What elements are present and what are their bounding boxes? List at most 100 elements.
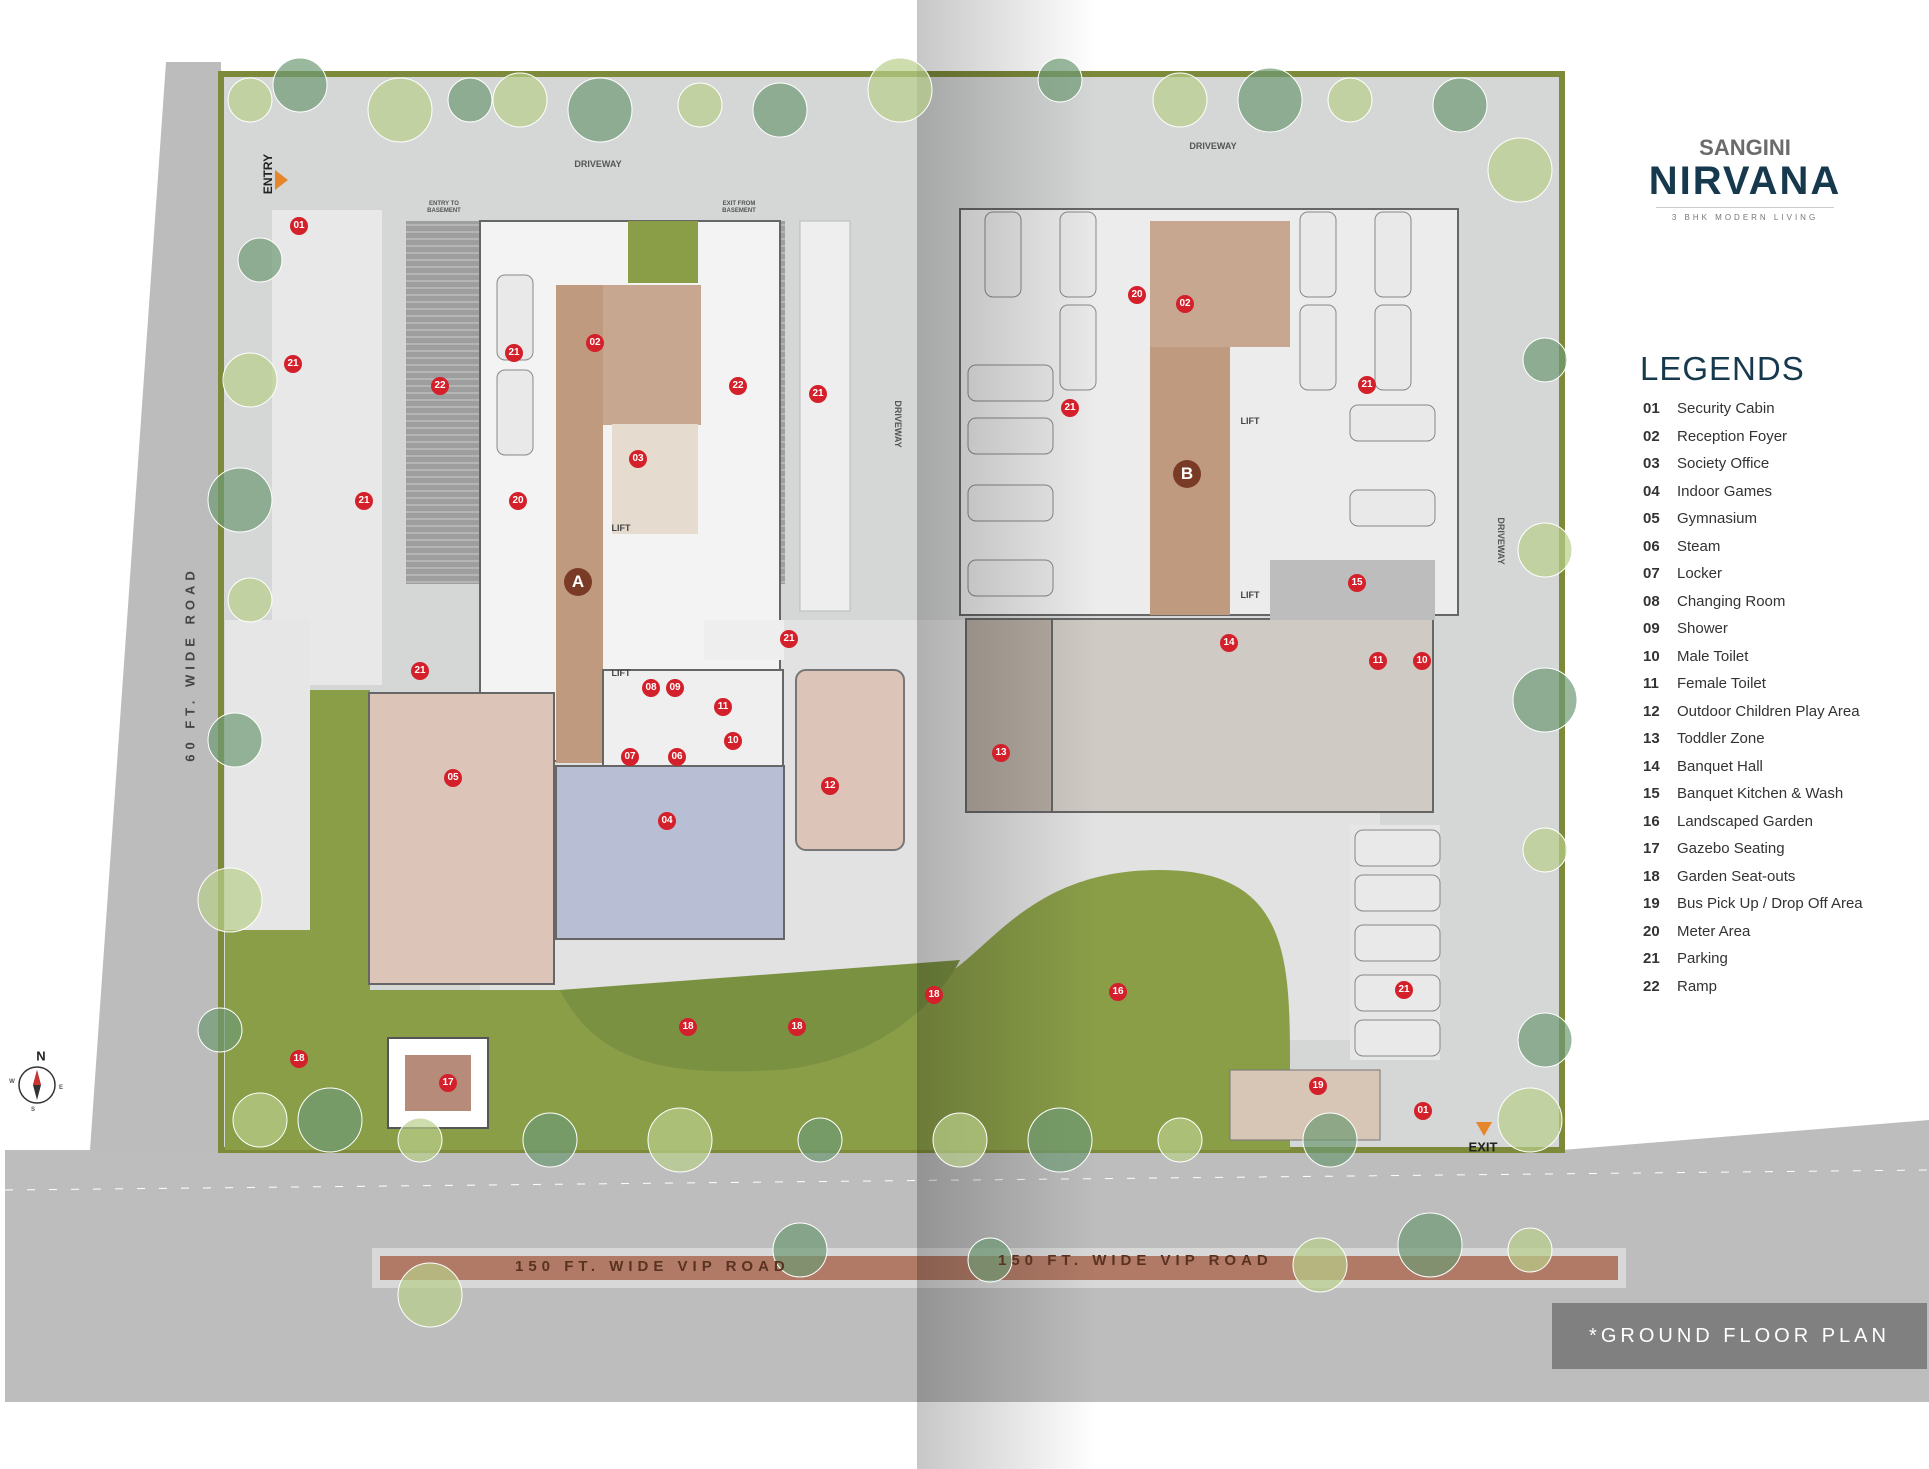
lift-label: LIFT: [611, 668, 631, 678]
tree-icon: [1292, 1237, 1348, 1293]
area-marker: 05: [444, 769, 462, 787]
area-marker: 14: [1220, 634, 1238, 652]
area-marker: 21: [780, 630, 798, 648]
legend-label: Landscaped Garden: [1677, 812, 1813, 830]
area-marker: 11: [1369, 652, 1387, 670]
area-marker: 19: [1309, 1077, 1327, 1095]
tree-icon: [1507, 1227, 1553, 1273]
legend-label: Bus Pick Up / Drop Off Area: [1677, 895, 1863, 912]
legend-label: Shower: [1677, 620, 1728, 637]
area-marker: 21: [355, 492, 373, 510]
legend-number: 17: [1643, 840, 1660, 857]
play-area: [795, 669, 905, 851]
gymnasium: [368, 692, 555, 985]
legend-title: LEGENDS: [1640, 350, 1805, 387]
compass-label-e: E: [58, 1085, 64, 1091]
brand-logo: SANGINI NIRVANA 3 BHK MODERN LIVING: [1640, 135, 1850, 222]
area-marker: 15: [1348, 574, 1366, 592]
tree-icon: [1517, 1012, 1573, 1068]
tree-icon: [1432, 77, 1488, 133]
legend-number: 06: [1643, 537, 1660, 555]
legend-label: Male Toilet: [1677, 647, 1749, 665]
tree-icon: [227, 577, 273, 623]
legend-item: 10 Male Toilet: [1643, 648, 1863, 676]
car-icon: [1299, 304, 1337, 391]
legend-label: Reception Foyer: [1677, 427, 1788, 445]
tree-icon: [1237, 67, 1303, 133]
main-road-label: 150 FT. WIDE VIP ROAD: [515, 1258, 790, 1275]
legend-label: Locker: [1677, 565, 1723, 582]
area-marker: 22: [431, 377, 449, 395]
legend-label: Gazebo Seating: [1677, 840, 1785, 857]
legend-label: Toddler Zone: [1677, 730, 1765, 747]
legend-number: 02: [1643, 427, 1660, 445]
tree-icon: [752, 82, 808, 138]
area-marker: 13: [992, 744, 1010, 762]
car-icon: [1354, 874, 1441, 912]
car-icon: [1354, 924, 1441, 962]
car-icon: [1354, 1019, 1441, 1057]
legend-item: 17 Gazebo Seating: [1643, 840, 1863, 868]
driveway-label: DRIVEWAY: [1189, 141, 1237, 151]
area-marker: 18: [290, 1050, 308, 1068]
area-marker: 21: [411, 662, 429, 680]
tree-icon: [272, 57, 328, 113]
tree-icon: [1522, 337, 1568, 383]
legend-number: 07: [1643, 565, 1660, 582]
tree-icon: [567, 77, 633, 143]
area-marker: 03: [629, 450, 647, 468]
tree-icon: [397, 1262, 463, 1328]
area-marker: 08: [642, 679, 660, 697]
compass-label-w: W: [9, 1079, 15, 1085]
legend-number: 18: [1643, 867, 1660, 885]
legend-number: 01: [1643, 400, 1660, 417]
area-marker: 21: [505, 344, 523, 362]
tree-icon: [1512, 667, 1578, 733]
legend-number: 04: [1643, 482, 1660, 500]
legend-label: Outdoor Children Play Area: [1677, 702, 1860, 720]
area-marker: 09: [666, 679, 684, 697]
legend-number: 08: [1643, 592, 1660, 610]
legend-number: 14: [1643, 757, 1660, 775]
tree-icon: [367, 77, 433, 143]
tree-icon: [967, 1237, 1013, 1283]
tree-icon: [397, 1117, 443, 1163]
area-marker: 02: [586, 334, 604, 352]
legend-number: 10: [1643, 647, 1660, 665]
tree-icon: [522, 1112, 578, 1168]
area-marker: 01: [1414, 1102, 1432, 1120]
legend-number: 22: [1643, 977, 1660, 995]
area-marker: 07: [621, 748, 639, 766]
area-marker: 21: [284, 355, 302, 373]
side-road: [90, 62, 221, 1150]
area-marker: 20: [1128, 286, 1146, 304]
entry-label: ENTRY: [261, 153, 275, 195]
exit-arrow-icon: [1476, 1122, 1492, 1136]
tree-icon: [1037, 57, 1083, 103]
tree-icon: [932, 1112, 988, 1168]
compass-label-s: S: [30, 1107, 36, 1113]
entry-arrow-icon: [275, 170, 288, 190]
tree-icon: [227, 77, 273, 123]
legend-label: Steam: [1677, 537, 1721, 555]
tree-icon: [447, 77, 493, 123]
car-icon: [1299, 211, 1337, 298]
entry-to-basement-label: ENTRY TO BASEMENT: [427, 201, 461, 214]
legend-number: 11: [1643, 675, 1659, 692]
legend-label: Ramp: [1677, 977, 1718, 995]
legend-number: 21: [1643, 950, 1660, 967]
tree-icon: [1152, 72, 1208, 128]
tree-icon: [1497, 1087, 1563, 1153]
tree-icon: [492, 72, 548, 128]
tree-icon: [1522, 827, 1568, 873]
car-icon: [1354, 829, 1441, 867]
tree-icon: [197, 867, 263, 933]
